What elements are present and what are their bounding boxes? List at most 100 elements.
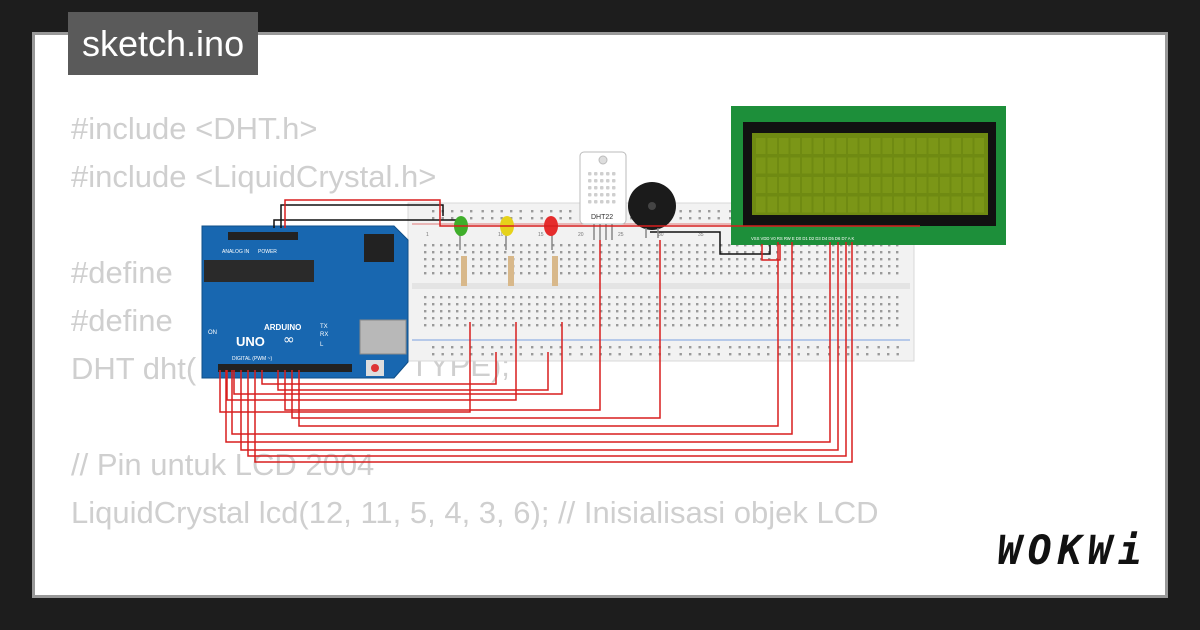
- lcd-cell: [779, 177, 789, 193]
- breadboard-hole: [624, 324, 627, 327]
- breadboard-hole: [824, 244, 827, 247]
- breadboard-hole: [656, 296, 659, 299]
- breadboard-hole: [584, 296, 587, 299]
- breadboard-hole: [664, 303, 667, 306]
- breadboard-hole: [800, 258, 803, 261]
- breadboard-hole: [472, 317, 475, 320]
- breadboard-hole: [600, 324, 603, 327]
- lcd-cell: [894, 157, 904, 174]
- breadboard-hole: [600, 258, 603, 261]
- breadboard-hole: [792, 265, 795, 268]
- breadboard-hole: [816, 303, 819, 306]
- breadboard-hole: [696, 296, 699, 299]
- breadboard-hole: [424, 310, 427, 313]
- lcd-cell: [940, 177, 950, 193]
- breadboard-hole: [656, 324, 659, 327]
- breadboard-hole: [872, 324, 875, 327]
- breadboard-hole: [656, 258, 659, 261]
- breadboard-hole: [512, 296, 515, 299]
- breadboard-hole: [792, 296, 795, 299]
- breadboard-hole: [648, 303, 651, 306]
- breadboard-hole: [624, 258, 627, 261]
- lcd-cell: [974, 138, 984, 154]
- breadboard-hole: [456, 317, 459, 320]
- breadboard-hole: [456, 272, 459, 275]
- breadboard-hole: [788, 353, 791, 356]
- label-tx: TX: [320, 324, 328, 330]
- breadboard-hole: [896, 303, 899, 306]
- lcd-cell: [917, 177, 927, 193]
- breadboard-hole: [792, 310, 795, 313]
- breadboard-hole: [696, 251, 699, 254]
- breadboard-hole: [864, 272, 867, 275]
- breadboard-hole: [608, 272, 611, 275]
- breadboard-hole: [688, 303, 691, 306]
- breadboard-hole: [800, 324, 803, 327]
- dht22-sensor: DHT22: [579, 151, 627, 240]
- lcd-cell: [848, 138, 858, 154]
- breadboard-hole: [768, 251, 771, 254]
- breadboard-hole: [768, 296, 771, 299]
- breadboard-hole: [472, 251, 475, 254]
- breadboard-hole: [828, 346, 831, 349]
- breadboard-hole: [896, 258, 899, 261]
- breadboard-hole: [480, 272, 483, 275]
- breadboard-number: 30: [658, 232, 664, 238]
- breadboard-hole: [776, 324, 779, 327]
- wire-lcd: [298, 242, 779, 427]
- breadboard-hole: [480, 258, 483, 261]
- breadboard-hole: [760, 272, 763, 275]
- breadboard-hole: [696, 317, 699, 320]
- breadboard-hole: [729, 210, 732, 213]
- breadboard-hole: [800, 317, 803, 320]
- breadboard-hole: [760, 296, 763, 299]
- breadboard-hole: [784, 296, 787, 299]
- breadboard-hole: [896, 310, 899, 313]
- breadboard-hole: [640, 272, 643, 275]
- breadboard-hole: [672, 272, 675, 275]
- breadboard-hole: [696, 324, 699, 327]
- breadboard-hole: [672, 303, 675, 306]
- breadboard-hole: [888, 251, 891, 254]
- breadboard-hole: [888, 265, 891, 268]
- lcd-cell: [779, 157, 789, 174]
- lcd-cell: [859, 177, 869, 193]
- breadboard-hole: [624, 251, 627, 254]
- breadboard-hole: [448, 324, 451, 327]
- breadboard-hole: [460, 346, 463, 349]
- breadboard-hole: [752, 251, 755, 254]
- breadboard-hole: [608, 310, 611, 313]
- breadboard-hole: [569, 353, 572, 356]
- code-editor: #include <DHT.h>#include <LiquidCrystal.…: [71, 105, 879, 595]
- file-tab[interactable]: sketch.ino: [68, 12, 259, 75]
- breadboard-hole: [440, 324, 443, 327]
- breadboard-hole: [664, 317, 667, 320]
- breadboard-hole: [832, 296, 835, 299]
- breadboard-hole: [488, 258, 491, 261]
- breadboard-hole: [896, 296, 899, 299]
- lcd-cell: [974, 157, 984, 174]
- breadboard-hole: [680, 265, 683, 268]
- breadboard-hole: [848, 310, 851, 313]
- breadboard-channel: [412, 283, 910, 289]
- breadboard-hole: [840, 272, 843, 275]
- breadboard-hole: [672, 310, 675, 313]
- breadboard-hole: [512, 310, 515, 313]
- breadboard-hole: [496, 265, 499, 268]
- breadboard-hole: [424, 258, 427, 261]
- dht22-vent: [594, 186, 598, 190]
- breadboard-hole: [728, 317, 731, 320]
- breadboard-hole: [632, 244, 635, 247]
- breadboard-hole: [640, 251, 643, 254]
- breadboard-hole: [648, 258, 651, 261]
- dht22-vents: [588, 172, 616, 204]
- breadboard-hole: [640, 265, 643, 268]
- breadboard-hole: [424, 251, 427, 254]
- lcd-cell: [963, 157, 973, 174]
- breadboard-hole: [680, 310, 683, 313]
- breadboard-hole: [580, 353, 583, 356]
- breadboard-hole: [738, 346, 741, 349]
- arduino-uno: ARDUINO UNO ∞ ANALOG IN POWER DIGITAL (P…: [201, 225, 409, 379]
- breadboard-hole: [470, 210, 473, 213]
- breadboard-hole: [568, 265, 571, 268]
